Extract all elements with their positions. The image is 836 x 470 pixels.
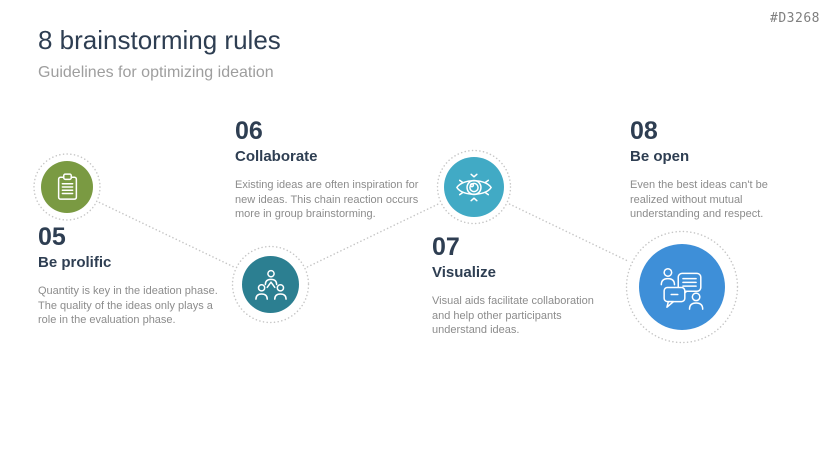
rule-description: Visual aids facilitate collaboration and… xyxy=(432,295,594,336)
page-subtitle: Guidelines for optimizing ideation xyxy=(38,64,274,81)
rule-title: Be prolific xyxy=(38,254,112,271)
rule-icon-circle-05 xyxy=(41,161,93,213)
rule-description: Quantity is key in the ideation phase. T… xyxy=(38,285,218,326)
clipboard-icon xyxy=(57,173,77,200)
rule-number: 05 xyxy=(38,223,66,251)
eye-icon xyxy=(456,173,492,201)
rule-icon-circle-06 xyxy=(242,256,299,313)
rule-description: Existing ideas are often inspiration for… xyxy=(235,179,419,220)
rule-description: Even the best ideas can't be realized wi… xyxy=(630,179,768,220)
rule-icon-circle-07 xyxy=(444,157,504,217)
rule-title: Collaborate xyxy=(235,148,318,165)
rule-title: Be open xyxy=(630,148,690,165)
rule-number: 08 xyxy=(630,117,658,145)
template-id-badge: #D3268 xyxy=(770,11,820,26)
rule-number: 06 xyxy=(235,117,263,145)
page-title: 8 brainstorming rules xyxy=(38,25,281,55)
discussion-icon xyxy=(660,267,704,310)
rule-icon-circle-08 xyxy=(639,244,725,330)
rule-item-05: 05 Be prolific Quantity is key in the id… xyxy=(38,224,218,328)
rule-item-06: 06 Collaborate Existing ideas are often … xyxy=(235,118,418,222)
rule-item-08: 08 Be open Even the best ideas can't be … xyxy=(630,118,768,222)
rule-item-07: 07 Visualize Visual aids facilitate coll… xyxy=(432,234,594,338)
rule-number: 07 xyxy=(432,233,460,261)
team-icon xyxy=(254,269,287,300)
rule-title: Visualize xyxy=(432,264,496,281)
